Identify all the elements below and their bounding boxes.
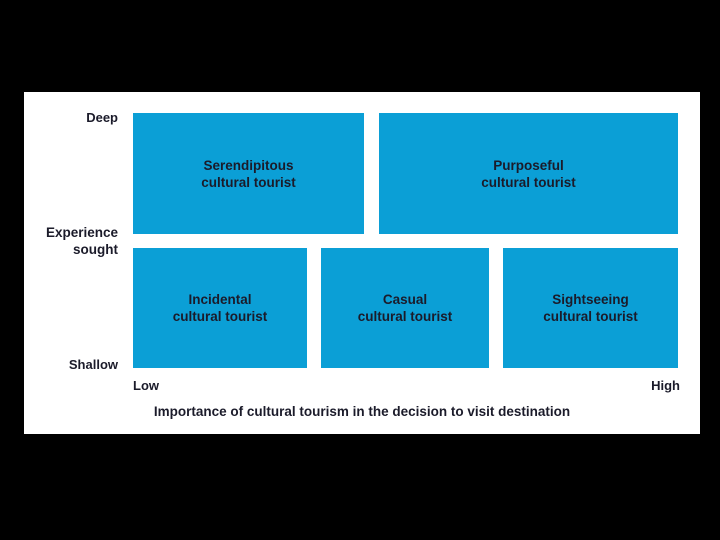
casual-subtitle: cultural tourist xyxy=(357,309,453,324)
incidental-subtitle: cultural tourist xyxy=(172,309,268,324)
casual-box: Casual cultural tourist xyxy=(321,248,489,368)
y-axis-bottom-label: Shallow xyxy=(68,357,118,372)
sightseeing-title: Sightseeing xyxy=(552,292,629,307)
incidental-title: Incidental xyxy=(188,292,252,307)
y-axis-top-label: Deep xyxy=(86,110,118,125)
serendipitous-box: Serendipitous cultural tourist xyxy=(133,113,364,234)
diagram-panel: Deep Experience sought Shallow Serendipi… xyxy=(24,92,700,434)
incidental-box: Incidental cultural tourist xyxy=(133,248,307,368)
serendipitous-title: Serendipitous xyxy=(203,157,294,173)
sightseeing-subtitle: cultural tourist xyxy=(543,309,638,324)
y-axis-title-line1: Experience xyxy=(45,225,118,240)
x-axis-left-label: Low xyxy=(133,378,159,393)
casual-title: Casual xyxy=(382,292,428,307)
x-axis-title: Importance of cultural tourism in the de… xyxy=(153,404,571,419)
purposeful-subtitle: cultural tourist xyxy=(481,174,576,190)
serendipitous-subtitle: cultural tourist xyxy=(201,174,296,190)
purposeful-box: Purposeful cultural tourist xyxy=(379,113,678,234)
y-axis-title-line2: sought xyxy=(73,242,118,257)
y-axis-title: Experience sought xyxy=(46,224,118,258)
sightseeing-box: Sightseeing cultural tourist xyxy=(503,248,678,368)
x-axis-right-label: High xyxy=(651,378,680,393)
purposeful-title: Purposeful xyxy=(493,157,564,173)
